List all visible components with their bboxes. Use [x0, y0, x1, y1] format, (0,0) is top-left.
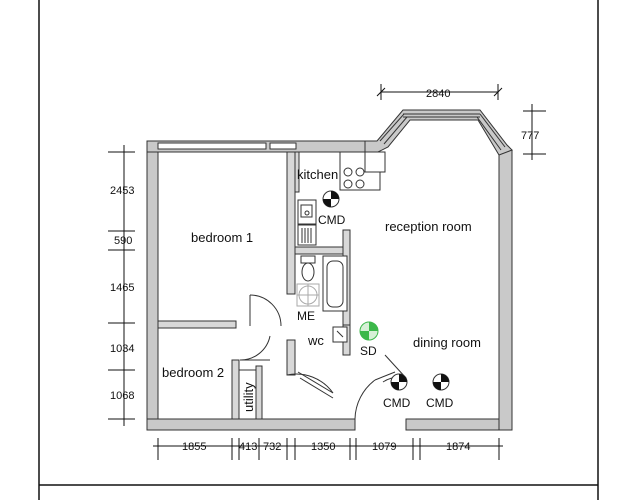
dim-left-3: 1034 [110, 343, 134, 355]
dim-bottom-0: 1855 [182, 441, 206, 453]
dim-left-0: 2453 [110, 185, 134, 197]
symbol-label-cmd-hall: CMD [383, 396, 411, 410]
hob-icon [343, 167, 365, 189]
utility-cupboard [238, 369, 257, 420]
dim-left-4: 1068 [110, 390, 134, 402]
room-label-bedroom2: bedroom 2 [162, 365, 224, 380]
room-label-utility: utility [241, 382, 256, 412]
dim-bottom-2: 732 [263, 441, 281, 453]
smoke-detector-icon [359, 321, 379, 341]
room-label-reception: reception room [385, 219, 472, 234]
room-label-wc: wc [307, 333, 324, 348]
cmd-detector-icon-dining [432, 373, 450, 391]
dimension-lines [108, 84, 546, 460]
symbol-label-cmd-kitchen: CMD [318, 213, 346, 227]
door-swings [239, 294, 407, 420]
bath-icon [322, 255, 348, 312]
toilet-icon [300, 255, 316, 282]
window-top [157, 142, 297, 150]
dim-bottom-3: 1350 [311, 441, 335, 453]
dim-top-bay: 2840 [426, 88, 450, 100]
meter-icon [296, 283, 320, 307]
symbol-label-sd: SD [360, 344, 377, 358]
room-label-kitchen: kitchen [297, 167, 338, 182]
cmd-detector-icon-hall [390, 373, 408, 391]
room-label-dining: dining room [413, 335, 481, 350]
room-label-bedroom1: bedroom 1 [191, 230, 253, 245]
dim-left-1: 590 [114, 235, 132, 247]
sink-icon [300, 204, 313, 218]
dim-bay-depth: 777 [521, 130, 539, 142]
dim-left-2: 1465 [110, 282, 134, 294]
cmd-detector-icon [322, 190, 340, 208]
symbol-label-cmd-dining: CMD [426, 396, 454, 410]
dim-bottom-1: 413 [239, 441, 257, 453]
radiator-icon [301, 228, 312, 243]
dim-bottom-4: 1079 [372, 441, 396, 453]
bay-window [379, 113, 506, 151]
boiler-icon [332, 326, 348, 343]
dim-bottom-5: 1874 [446, 441, 470, 453]
symbol-label-meter: ME [297, 309, 315, 323]
